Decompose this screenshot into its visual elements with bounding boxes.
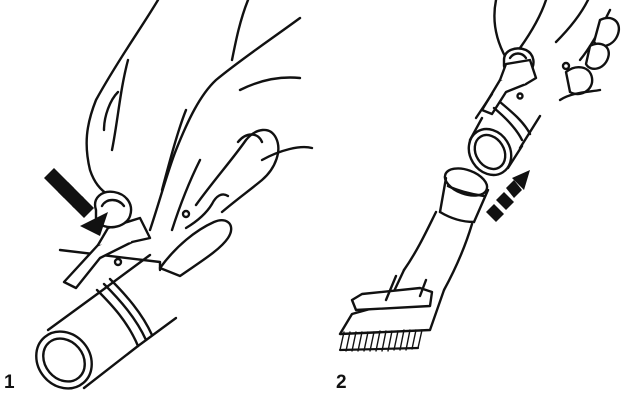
step-label-1: 1 <box>4 373 15 392</box>
tube-2 <box>460 94 540 183</box>
brush-nozzle <box>340 163 491 334</box>
release-clip-2 <box>482 60 536 114</box>
step-label-2: 2 <box>336 373 347 392</box>
attach-arrow-2 <box>486 170 530 222</box>
